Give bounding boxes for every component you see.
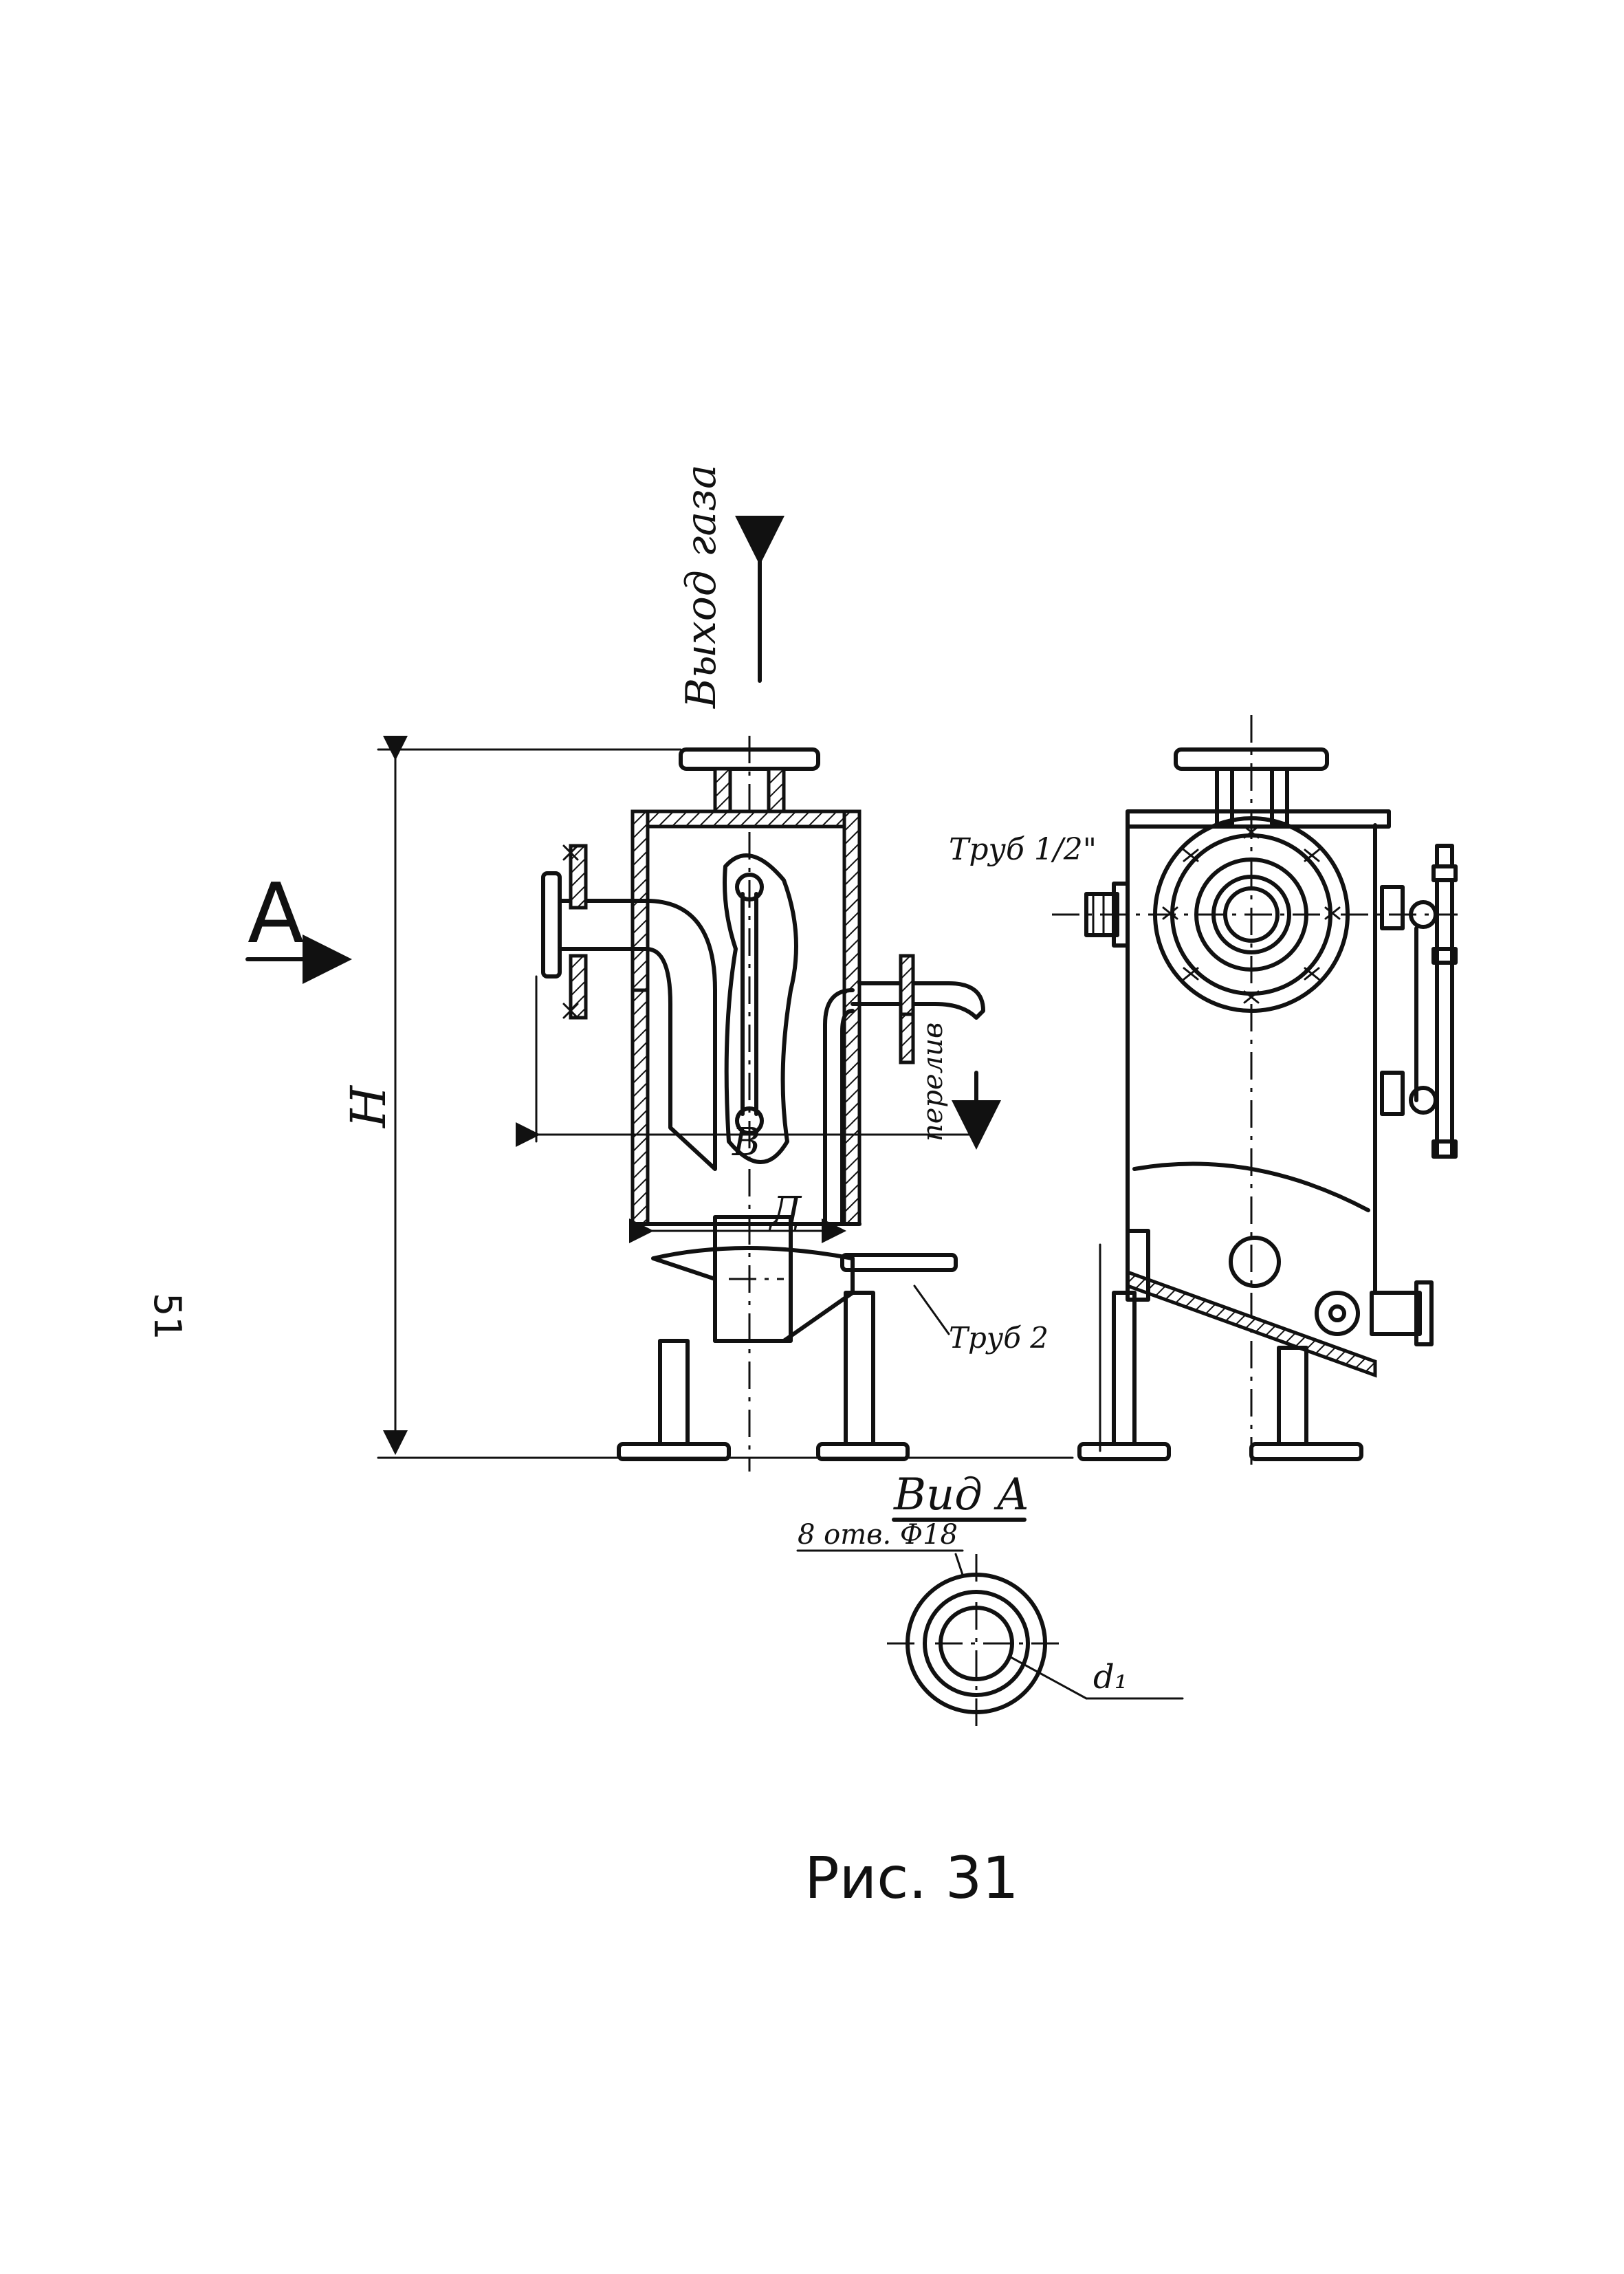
side-legs: [1077, 1291, 1363, 1461]
pipe-half-inch-label: Труб 1/2": [949, 832, 1097, 867]
side-view: [1052, 715, 1458, 1472]
inlet-pipe: [541, 844, 717, 1171]
sight-glass: [723, 853, 798, 1164]
page-number: 51: [146, 1293, 189, 1340]
manhole-flange: [1052, 816, 1458, 1013]
view-a-title: Вид А: [893, 1469, 1030, 1520]
overflow-pipe: [823, 954, 985, 1226]
view-a-detail: [796, 1518, 1184, 1733]
d1-label: d₁: [1093, 1658, 1128, 1696]
side-sump: [1099, 1161, 1434, 1452]
pipe-2-label: Труб 2: [949, 1321, 1049, 1355]
support-legs: [617, 1291, 910, 1461]
gas-outlet-label: Выход газа: [677, 464, 725, 709]
holes-note: 8 отв. Ф18: [798, 1519, 958, 1551]
side-top-flange: [1126, 747, 1391, 829]
overflow-label: перелив: [917, 1023, 949, 1141]
level-gauge: [1380, 844, 1458, 1159]
outlet-flange: [679, 736, 820, 1472]
dimension-d-label: Д: [768, 1189, 802, 1234]
figure-caption: Рис. 31: [804, 1844, 1019, 1912]
side-nozzle-left: [1084, 882, 1130, 948]
dimension-b-label: B: [732, 1120, 760, 1165]
view-marker-letter: A: [248, 866, 304, 962]
drain-pipe: [840, 1253, 958, 1272]
dimensions: [377, 516, 1074, 1459]
bolt-circle: [1162, 825, 1341, 1004]
front-section-view: [377, 516, 1074, 1472]
height-dimension-label: H: [340, 1084, 397, 1129]
